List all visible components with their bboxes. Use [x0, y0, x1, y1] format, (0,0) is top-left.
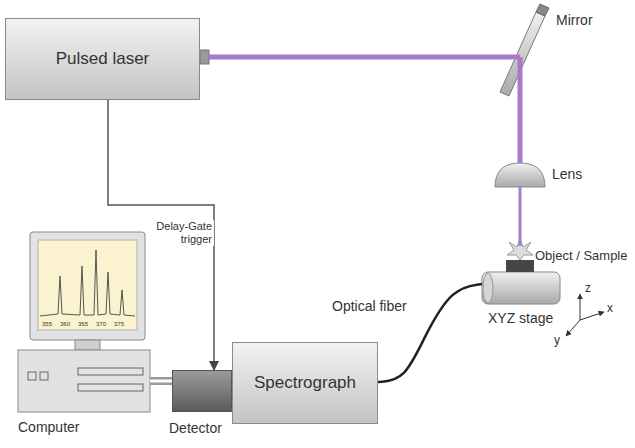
axis-label: z — [585, 282, 591, 294]
edge-label: Delay-Gate trigger — [146, 220, 214, 246]
trigger-line — [108, 100, 214, 370]
mirror: Mirror — [495, 10, 545, 100]
stage-face — [483, 273, 493, 303]
detector: Detector — [172, 370, 232, 412]
monitor-stand — [75, 340, 100, 350]
laser-aperture — [200, 50, 209, 64]
sample: Object / Sample — [506, 260, 534, 272]
spectrum-trace — [40, 250, 135, 316]
node-label: Detector — [169, 420, 222, 436]
axis-label: x — [607, 302, 613, 314]
focused-beam — [520, 187, 521, 246]
screen — [38, 240, 137, 330]
lens: Lens — [495, 163, 545, 187]
y-axis — [566, 320, 580, 336]
focused-beam — [519, 187, 522, 246]
laser-beam — [518, 57, 523, 163]
tower-button — [40, 372, 48, 380]
computer-tower — [18, 350, 150, 412]
x-axis — [580, 312, 604, 320]
laser-beam — [520, 57, 521, 163]
axis-tick: 360 — [60, 321, 70, 327]
node-label: Computer — [18, 419, 79, 435]
axis-tick: 365 — [78, 321, 88, 327]
mirror-holder — [536, 4, 549, 16]
node-label: Pulsed laser — [56, 49, 150, 69]
lens-symbol — [495, 163, 545, 187]
axis-label: y — [554, 334, 560, 346]
edge-label: Optical fiber — [330, 298, 409, 315]
node-label: Lens — [552, 166, 582, 182]
node-label: Mirror — [556, 12, 593, 28]
node-label: XYZ stage — [488, 310, 553, 326]
tower-button — [28, 372, 36, 380]
z-axis — [580, 294, 581, 320]
monitor — [30, 232, 145, 340]
xyz-stage: XYZ stage — [482, 272, 560, 304]
node-label: Spectrograph — [254, 373, 356, 393]
axis-tick: 375 — [114, 321, 124, 327]
sample-block — [506, 260, 534, 272]
axis-tick: 355 — [42, 321, 52, 327]
data-cable — [150, 377, 172, 385]
drive-slot — [78, 384, 143, 391]
cable-gap — [150, 380, 172, 383]
laser-box: Pulsed laser — [5, 18, 200, 100]
spectrograph-box: Spectrograph — [232, 342, 378, 424]
xyz-stage — [482, 272, 560, 304]
drive-slot — [78, 368, 143, 375]
laser-beam — [209, 55, 520, 60]
data-cable — [150, 381, 172, 382]
trigger-line — [108, 100, 214, 370]
node-label: Object / Sample — [535, 249, 628, 264]
axis-tick: 370 — [96, 321, 106, 327]
laser-beam — [209, 57, 520, 58]
